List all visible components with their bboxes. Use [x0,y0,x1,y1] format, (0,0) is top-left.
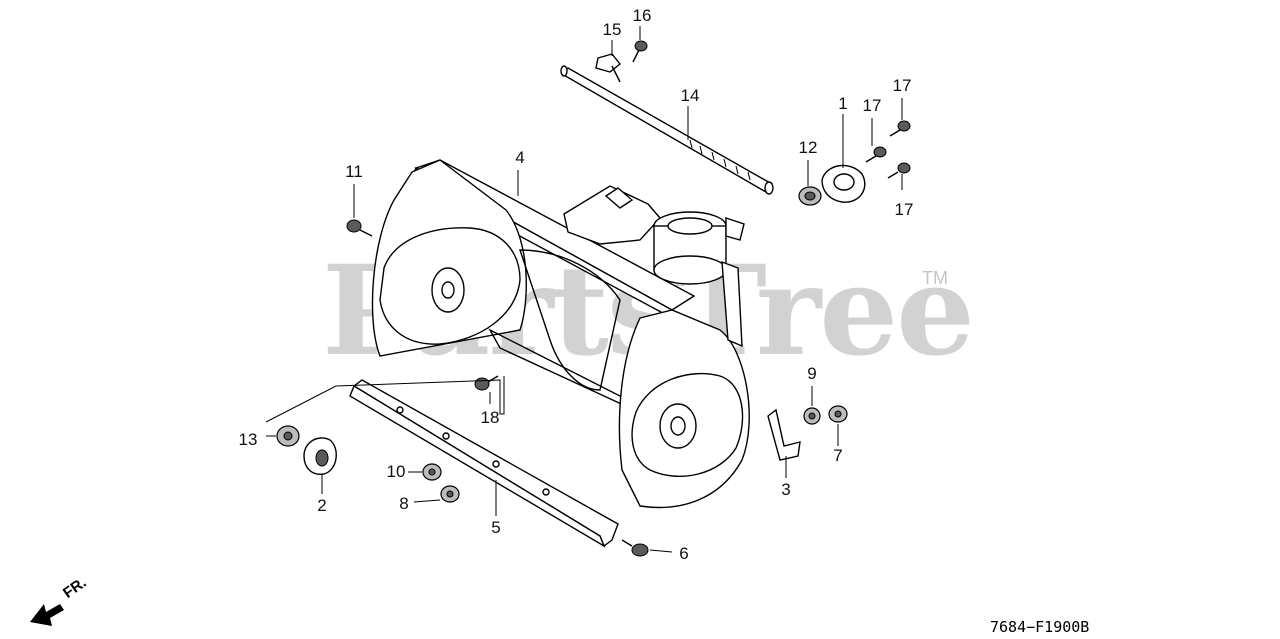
callout-3: 3 [781,480,791,499]
callout-17-bottom: 17 [894,200,914,219]
callout-8: 8 [399,494,409,513]
bearing-right [798,186,822,206]
auger-shaft [560,65,774,195]
skid-shoe [767,408,801,461]
housing-bolt [346,219,373,237]
shaft-clip [595,53,621,83]
callout-12: 12 [798,138,818,157]
bearing-flange-left [303,437,337,475]
auger-housing [371,159,750,509]
front-arrow-icon [30,604,64,626]
callout-7: 7 [833,446,843,465]
washer-10 [422,463,442,481]
bearing-housing [821,164,866,203]
callout-10: 10 [386,462,406,481]
bearing-left [276,425,300,447]
callout-11: 11 [345,162,363,181]
trademark-mark: TM [922,268,948,288]
washer-9 [803,407,821,425]
callout-15: 15 [602,20,622,39]
callout-16: 16 [632,6,652,25]
nut-8 [440,485,460,503]
scraper-bar [349,379,619,548]
callout-6: 6 [679,544,689,563]
nut-7 [828,405,848,423]
frame-bolt [474,375,499,391]
callout-14: 14 [680,86,700,105]
leader-lines [265,26,903,553]
callout-17-top: 17 [892,76,912,95]
callout-18: 18 [480,408,500,427]
callout-17-mid: 17 [862,96,882,115]
callout-9: 9 [807,364,817,383]
diagram-code: 7684−F1900B [990,618,1090,636]
bolt-6 [621,539,649,557]
callout-2: 2 [317,496,327,515]
callout-5: 5 [491,518,501,537]
clip-bolt [632,40,648,63]
callout-1: 1 [838,94,848,113]
flange-bolts [865,120,911,179]
callout-13: 13 [238,430,258,449]
callout-4: 4 [515,148,525,167]
